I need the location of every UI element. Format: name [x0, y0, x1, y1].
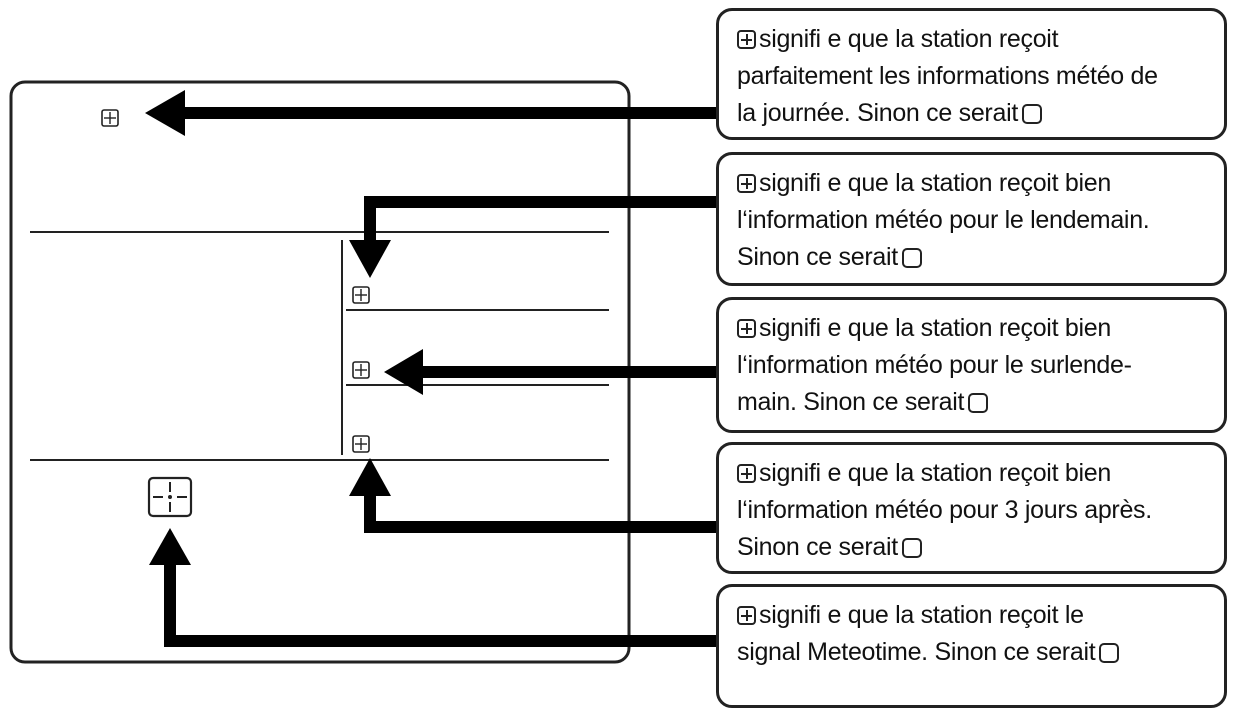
meteotime-signal-icon	[147, 476, 193, 518]
callout-tomorrow: signifi e que la station reçoit bien l‘i…	[716, 152, 1227, 286]
callout-line: la journée. Sinon ce serait	[737, 99, 1018, 127]
callout-line: signifi e que la station reçoit	[759, 25, 1059, 53]
signal-icon	[737, 606, 756, 625]
callout-line: l‘information météo pour le surlende-	[737, 351, 1132, 379]
callout-line: l‘information météo pour 3 jours après.	[737, 496, 1152, 524]
callout-line: signifi e que la station reçoit bien	[759, 314, 1111, 342]
callout-meteotime: signifi e que la station reçoit le signa…	[716, 584, 1227, 708]
arrow-tomorrow	[349, 196, 718, 278]
callout-line: signifi e que la station reçoit le	[759, 601, 1084, 629]
empty-square-icon	[901, 538, 922, 558]
empty-square-icon	[901, 248, 922, 268]
callout-line: signifi e que la station reçoit bien	[759, 169, 1111, 197]
callout-line: signifi e que la station reçoit bien	[759, 459, 1111, 487]
callout-line: Sinon ce serait	[737, 243, 898, 271]
signal-icon	[737, 464, 756, 483]
callout-line: l‘information météo pour le lendemain.	[737, 206, 1150, 234]
signal-icon	[737, 319, 756, 338]
arrow-third-day	[349, 458, 718, 533]
callout-line: signal Meteotime. Sinon ce serait	[737, 638, 1096, 666]
callout-line: Sinon ce serait	[737, 533, 898, 561]
arrow-today	[145, 90, 718, 136]
empty-square-icon	[1099, 643, 1120, 663]
callout-line: parfaitement les informations météo de	[737, 62, 1158, 90]
empty-square-icon	[1021, 104, 1042, 124]
arrow-day-after	[384, 349, 718, 395]
callout-day-after: signifi e que la station reçoit bien l‘i…	[716, 297, 1227, 433]
callout-third-day: signifi e que la station reçoit bien l‘i…	[716, 442, 1227, 574]
signal-icon	[737, 30, 756, 49]
callout-today: signifi e que la station reçoit parfaite…	[716, 8, 1227, 140]
arrow-meteotime	[149, 528, 718, 647]
signal-icon	[737, 174, 756, 193]
empty-square-icon	[968, 393, 989, 413]
callout-line: main. Sinon ce serait	[737, 388, 965, 416]
